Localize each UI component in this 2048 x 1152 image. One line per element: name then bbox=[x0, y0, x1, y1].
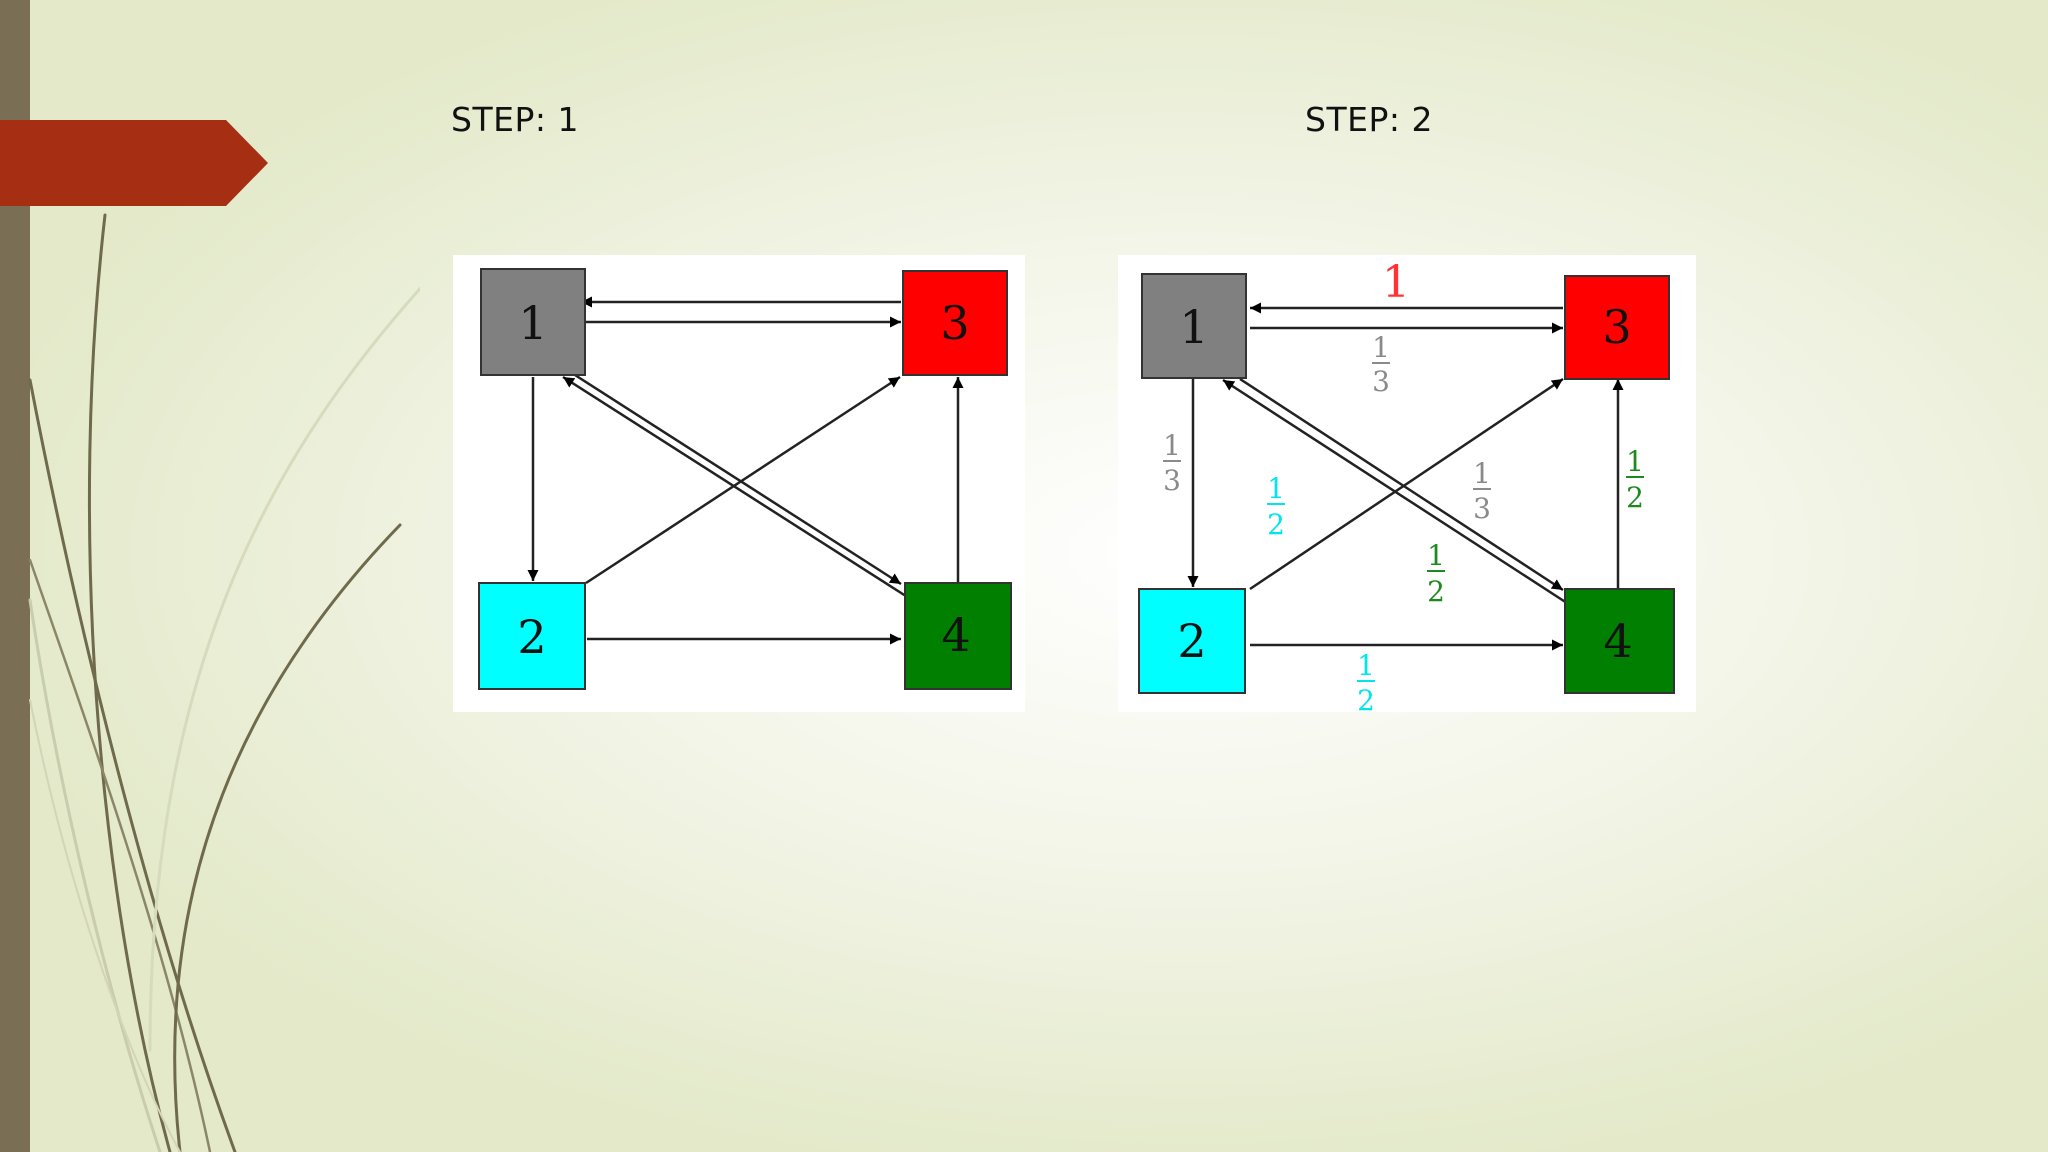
step-2-graph: 1 3 2 4 1 1 3 1 3 1 3 bbox=[1118, 255, 1696, 712]
weight-label-2-to-4: 1 2 bbox=[1357, 649, 1375, 712]
node-3: 3 bbox=[1564, 275, 1670, 380]
weight-4-to-1-denominator: 2 bbox=[1427, 575, 1445, 608]
edge-1-to-4 bbox=[574, 373, 902, 586]
weight-2-to-3-denominator: 2 bbox=[1267, 508, 1285, 541]
node-3-label: 3 bbox=[940, 296, 969, 350]
node-1-label: 1 bbox=[1179, 300, 1208, 354]
weight-label-1-to-4: 1 3 bbox=[1473, 457, 1491, 525]
node-3: 3 bbox=[902, 270, 1008, 376]
node-3-box bbox=[1564, 275, 1670, 380]
edge-1-to-4 bbox=[1239, 377, 1564, 592]
title-banner bbox=[0, 120, 268, 206]
weight-label-4-to-1: 1 2 bbox=[1427, 539, 1445, 608]
weight-2-to-4-numerator: 1 bbox=[1357, 649, 1375, 682]
node-1-box bbox=[480, 268, 586, 376]
weight-1-to-2-denominator: 3 bbox=[1163, 464, 1181, 497]
weight-label-1-to-2: 1 3 bbox=[1163, 429, 1181, 497]
node-3-box bbox=[902, 270, 1008, 376]
node-4-label: 4 bbox=[1603, 614, 1632, 668]
edge-2-to-3 bbox=[585, 375, 901, 585]
weight-2-to-4-denominator: 2 bbox=[1357, 684, 1375, 712]
weight-1-to-3-numerator: 1 bbox=[1372, 331, 1390, 364]
node-2-box bbox=[1138, 588, 1246, 694]
node-4-box bbox=[904, 582, 1012, 690]
node-1: 1 bbox=[480, 268, 586, 376]
node-2-box bbox=[478, 582, 586, 690]
weight-1-to-4-numerator: 1 bbox=[1473, 457, 1491, 490]
step-1-graph: 1 3 2 4 bbox=[453, 255, 1025, 712]
node-1-box bbox=[1141, 273, 1247, 379]
node-2: 2 bbox=[478, 582, 586, 690]
weight-label-3-to-1: 1 bbox=[1382, 257, 1410, 308]
weight-1-to-2-numerator: 1 bbox=[1163, 429, 1181, 462]
node-3-label: 3 bbox=[1602, 300, 1631, 354]
weight-label-2-to-3: 1 2 bbox=[1267, 472, 1285, 541]
weight-4-to-3-numerator: 1 bbox=[1626, 445, 1644, 478]
node-2-label: 2 bbox=[517, 610, 546, 664]
edge-2-to-3 bbox=[1249, 377, 1564, 591]
decorative-grass bbox=[28, 213, 420, 1152]
node-2-label: 2 bbox=[1177, 614, 1206, 668]
node-4-box bbox=[1564, 588, 1675, 694]
node-4: 4 bbox=[904, 582, 1012, 690]
node-2: 2 bbox=[1138, 588, 1246, 694]
node-4-label: 4 bbox=[941, 608, 970, 662]
weight-1-to-3-denominator: 3 bbox=[1372, 365, 1390, 398]
edge-4-to-1 bbox=[1222, 378, 1571, 607]
node-4: 4 bbox=[1564, 588, 1675, 694]
step-1-title: STEP: 1 bbox=[451, 100, 579, 139]
weight-label-4-to-3: 1 2 bbox=[1626, 445, 1644, 514]
step-2-graph-canvas: 1 3 2 4 1 1 3 1 3 1 3 bbox=[1138, 257, 1675, 712]
weight-label-1-to-3: 1 3 bbox=[1372, 331, 1390, 398]
step-2-title: STEP: 2 bbox=[1305, 100, 1433, 139]
node-1: 1 bbox=[1141, 273, 1247, 379]
edge-4-to-1 bbox=[562, 375, 910, 600]
weight-1-to-4-denominator: 3 bbox=[1473, 492, 1491, 525]
weight-4-to-1-numerator: 1 bbox=[1427, 539, 1445, 572]
weight-4-to-3-denominator: 2 bbox=[1626, 481, 1644, 514]
node-1-label: 1 bbox=[518, 296, 547, 350]
step-1-graph-canvas: 1 3 2 4 bbox=[478, 268, 1012, 690]
weight-2-to-3-numerator: 1 bbox=[1267, 472, 1285, 505]
